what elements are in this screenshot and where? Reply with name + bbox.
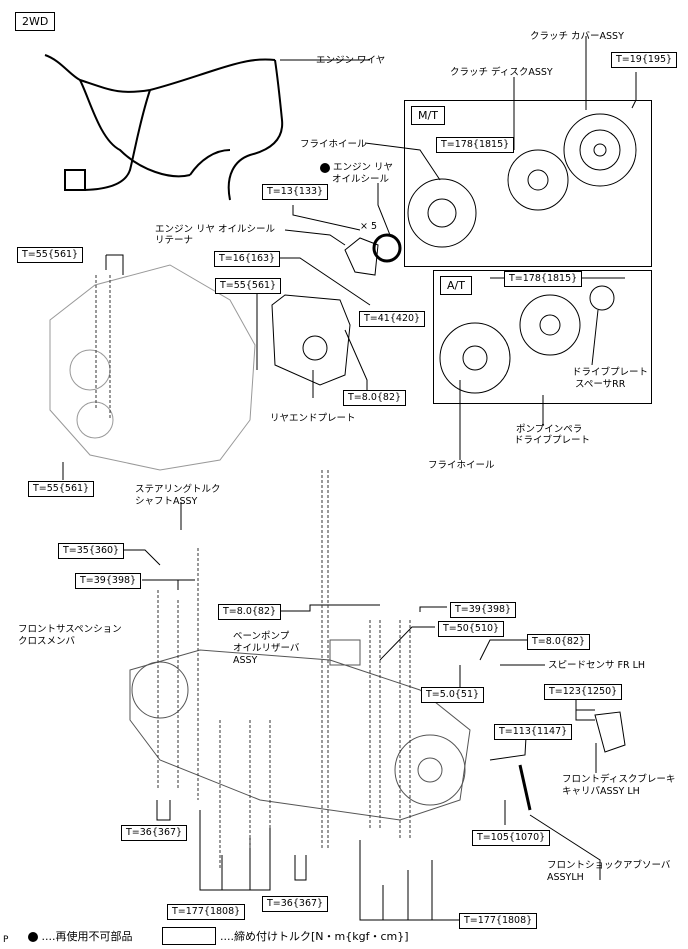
part-label-shock-l1: フロントショックアブソーバ bbox=[547, 860, 671, 871]
torque-box: T=5.0{51} bbox=[421, 687, 485, 703]
part-label-steering-shaft-l1: ステアリングトルク bbox=[135, 484, 221, 495]
torque-box: T=178{1815} bbox=[504, 271, 583, 287]
torque-box: T=55{561} bbox=[28, 481, 95, 497]
torque-box: T=41{420} bbox=[359, 311, 426, 327]
torque-box: T=123{1250} bbox=[544, 684, 623, 700]
rear-oil-seal-line1: エンジン リヤ bbox=[333, 162, 394, 173]
clutch-disc-drawing bbox=[507, 149, 569, 211]
legend-non-reusable: ....再使用不可部品 bbox=[28, 930, 133, 943]
clutch-cover-drawing bbox=[563, 113, 637, 187]
rear-oil-seal-line2: オイルシール bbox=[332, 174, 390, 185]
shock-absorber-drawing bbox=[518, 764, 532, 811]
part-label-engine-wire: エンジン ワイヤ bbox=[316, 55, 386, 66]
qty-x5: × 5 bbox=[360, 221, 378, 232]
mt-section-label: M/T bbox=[411, 106, 445, 125]
non-reusable-dot-icon bbox=[28, 932, 38, 942]
part-label-shock-l2: ASSYLH bbox=[547, 872, 584, 883]
at-section-label: A/T bbox=[440, 276, 472, 295]
part-label-vane-pump-l2: オイルリザーバ bbox=[233, 643, 300, 654]
part-label-rear-end-plate: リヤエンドプレート bbox=[270, 413, 356, 424]
legend-non-reusable-text: ....再使用不可部品 bbox=[41, 930, 133, 943]
part-label-speed-sensor: スピードセンサ FR LH bbox=[548, 660, 646, 671]
oil-seal-retainer-drawing bbox=[344, 237, 379, 276]
torque-box: T=36{367} bbox=[262, 896, 329, 912]
part-label-rear-oil-seal: エンジン リヤ bbox=[320, 162, 393, 173]
torque-box: T=177{1808} bbox=[167, 904, 246, 920]
part-label-clutch-cover: クラッチ カバーASSY bbox=[530, 31, 624, 42]
torque-box: T=13{133} bbox=[262, 184, 329, 200]
torque-box: T=105{1070} bbox=[472, 830, 551, 846]
caliper-drawing bbox=[594, 711, 626, 753]
engine-block-drawing bbox=[49, 264, 256, 471]
torque-box: T=8.0{82} bbox=[527, 634, 591, 650]
flywheel-at-drawing bbox=[439, 322, 511, 394]
torque-box: T=8.0{82} bbox=[343, 390, 407, 406]
part-label-vane-pump-l3: ASSY bbox=[233, 655, 258, 666]
legend-torque-text: ....締め付けトルク[N・m{kgf・cm}] bbox=[220, 930, 409, 943]
part-label-flywheel-at: フライホイール bbox=[428, 460, 495, 471]
part-label-pump-impeller-l2: ドライブプレート bbox=[514, 435, 591, 446]
at-frame bbox=[433, 270, 652, 404]
torque-box: T=19{195} bbox=[611, 52, 678, 68]
torque-box: T=35{360} bbox=[58, 543, 125, 559]
part-label-crossmember-l1: フロントサスペンション bbox=[18, 624, 122, 635]
part-label-steering-shaft-l2: シャフトASSY bbox=[135, 496, 198, 507]
legend-marker: P bbox=[3, 935, 9, 945]
non-reusable-dot-icon bbox=[320, 162, 330, 173]
brake-disc-drawing bbox=[394, 734, 466, 806]
legend-torque-box-sample bbox=[162, 927, 216, 945]
part-label-vane-pump-l1: ベーンポンプ bbox=[233, 631, 290, 642]
mt-frame bbox=[404, 100, 652, 267]
part-label-clutch-disc: クラッチ ディスクASSY bbox=[450, 67, 553, 78]
reservoir-drawing bbox=[329, 639, 361, 666]
torque-box: T=178{1815} bbox=[436, 137, 515, 153]
part-label-oil-seal-retainer-l2: リテーナ bbox=[155, 235, 194, 246]
part-label-caliper-l2: キャリパASSY LH bbox=[562, 786, 640, 797]
torque-box: T=177{1808} bbox=[459, 913, 538, 929]
engine-wire-harness-drawing bbox=[44, 54, 284, 201]
part-label-drive-plate-spacer-l1: ドライブプレート bbox=[572, 367, 649, 378]
torque-box: T=36{367} bbox=[121, 825, 188, 841]
torque-box: T=50{510} bbox=[438, 621, 505, 637]
drive-plate-spacer-drawing bbox=[589, 285, 615, 311]
part-label-caliper-l1: フロントディスクブレーキ bbox=[562, 774, 676, 785]
part-label-flywheel-mt: フライホイール bbox=[300, 139, 367, 150]
crossmember-drawing bbox=[129, 649, 471, 821]
torque-box: T=55{561} bbox=[17, 247, 84, 263]
part-label-crossmember-l2: クロスメンバ bbox=[18, 636, 76, 647]
torque-box: T=16{163} bbox=[214, 251, 281, 267]
torque-box: T=39{398} bbox=[75, 573, 142, 589]
torque-box: T=55{561} bbox=[215, 278, 282, 294]
part-label-pump-impeller-l1: ポンプインペラ bbox=[516, 424, 583, 435]
variant-tag: 2WD bbox=[15, 12, 56, 31]
torque-box: T=39{398} bbox=[450, 602, 517, 618]
part-label-oil-seal-retainer-l1: エンジン リヤ オイルシール bbox=[155, 224, 276, 235]
rear-oil-seal-drawing bbox=[372, 233, 402, 263]
torque-box: T=8.0{82} bbox=[218, 604, 282, 620]
drive-plate-drawing bbox=[519, 294, 581, 356]
rear-end-plate-drawing bbox=[271, 294, 351, 386]
torque-box: T=113{1147} bbox=[494, 724, 573, 740]
flywheel-mt-drawing bbox=[407, 178, 477, 248]
part-label-drive-plate-spacer-l2: スペーサRR bbox=[575, 379, 626, 390]
